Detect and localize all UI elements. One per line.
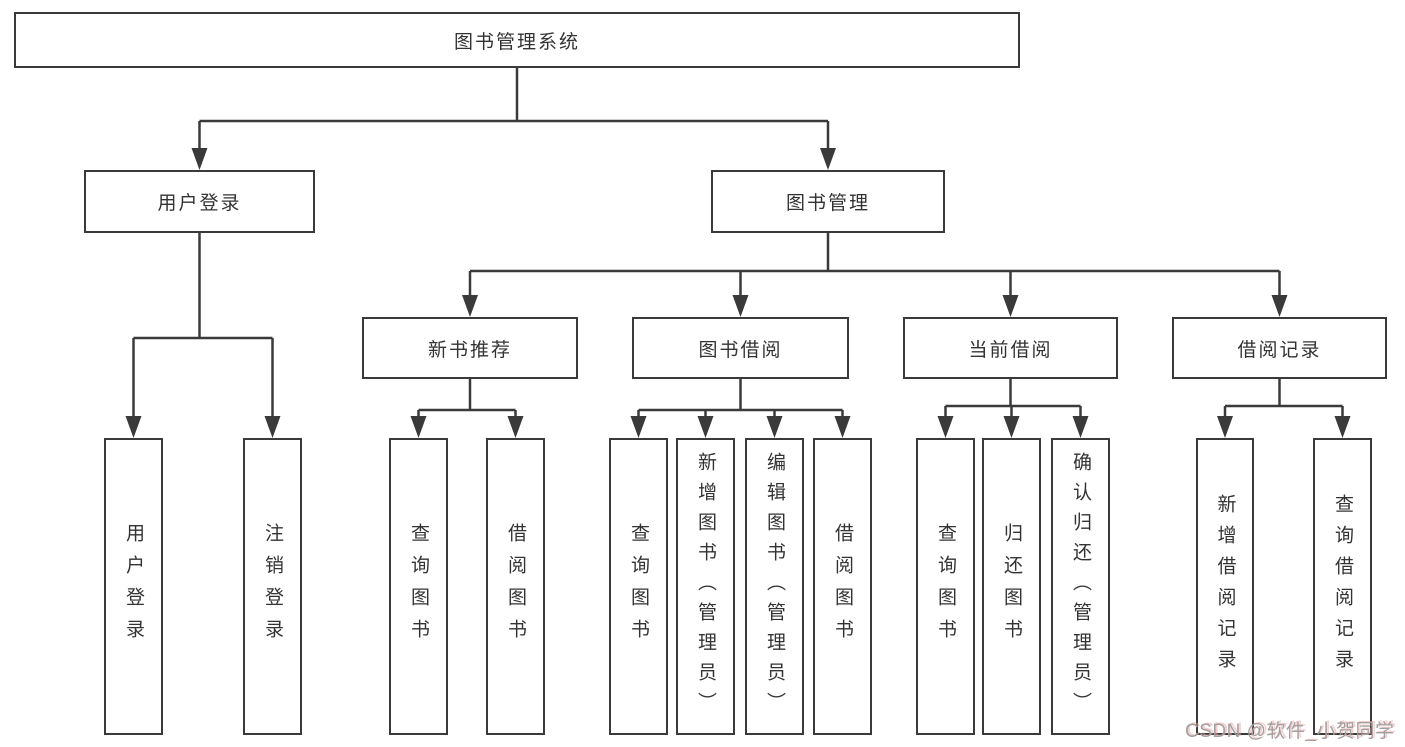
node-library-management-system: 图书管理系统: [14, 12, 1020, 68]
arrowhead-icon: [191, 148, 208, 170]
connector-newbooks-to-leaves: [417, 379, 517, 430]
arrowhead-icon: [820, 148, 836, 170]
leaf-borrow-books-recommend: 借阅图书: [486, 438, 545, 735]
leaf-query-books-current: 查询图书: [916, 438, 975, 735]
arrowhead-icon: [125, 416, 142, 438]
arrowhead-icon: [630, 416, 647, 438]
leaf-query-borrowing-record: 查询借阅记录: [1313, 438, 1372, 735]
node-new-book-recommendation: 新书推荐: [362, 317, 578, 379]
arrowhead-icon: [264, 416, 281, 438]
leaf-user-login: 用户登录: [104, 438, 163, 735]
arrowhead-icon: [507, 416, 524, 438]
arrowhead-icon: [1072, 416, 1089, 438]
leaf-add-borrowing-record: 新增借阅记录: [1196, 438, 1254, 735]
node-book-borrowing: 图书借阅: [632, 317, 849, 379]
leaf-borrow-books: 借阅图书: [813, 438, 872, 735]
arrowhead-icon: [1002, 295, 1019, 317]
connector-root-to-level2: [198, 68, 830, 162]
arrowhead-icon: [1334, 416, 1351, 438]
leaf-query-books-recommend: 查询图书: [389, 438, 448, 735]
node-current-borrowing: 当前借阅: [903, 317, 1118, 379]
connector-userlogin-to-leaves: [132, 233, 274, 430]
leaf-logout: 注销登录: [243, 438, 302, 735]
connector-records-to-leaves: [1223, 379, 1344, 430]
leaf-edit-books-admin: 编辑图书（管理员）: [745, 438, 804, 735]
csdn-watermark: CSDN @软件_小贺同学: [1185, 721, 1395, 742]
connector-borrow-to-leaves: [637, 379, 844, 430]
arrowhead-icon: [410, 416, 427, 438]
node-book-management: 图书管理: [711, 170, 945, 233]
connector-bookmgmt-to-level3: [468, 233, 1281, 309]
arrowhead-icon: [1217, 416, 1233, 438]
node-user-login: 用户登录: [84, 170, 315, 233]
arrowhead-icon: [1003, 416, 1020, 438]
leaf-add-books-admin: 新增图书（管理员）: [676, 438, 735, 735]
leaf-return-books: 归还图书: [982, 438, 1041, 735]
arrowhead-icon: [732, 295, 749, 317]
node-borrowing-records: 借阅记录: [1172, 317, 1387, 379]
arrowhead-icon: [834, 416, 851, 438]
arrowhead-icon: [462, 295, 478, 317]
leaf-query-books-borrow: 查询图书: [609, 438, 668, 735]
leaf-confirm-return-admin: 确认归还（管理员）: [1051, 438, 1110, 735]
arrowhead-icon: [937, 416, 954, 438]
arrowhead-icon: [697, 416, 714, 438]
arrowhead-icon: [766, 416, 783, 438]
arrowhead-icon: [1271, 295, 1288, 317]
